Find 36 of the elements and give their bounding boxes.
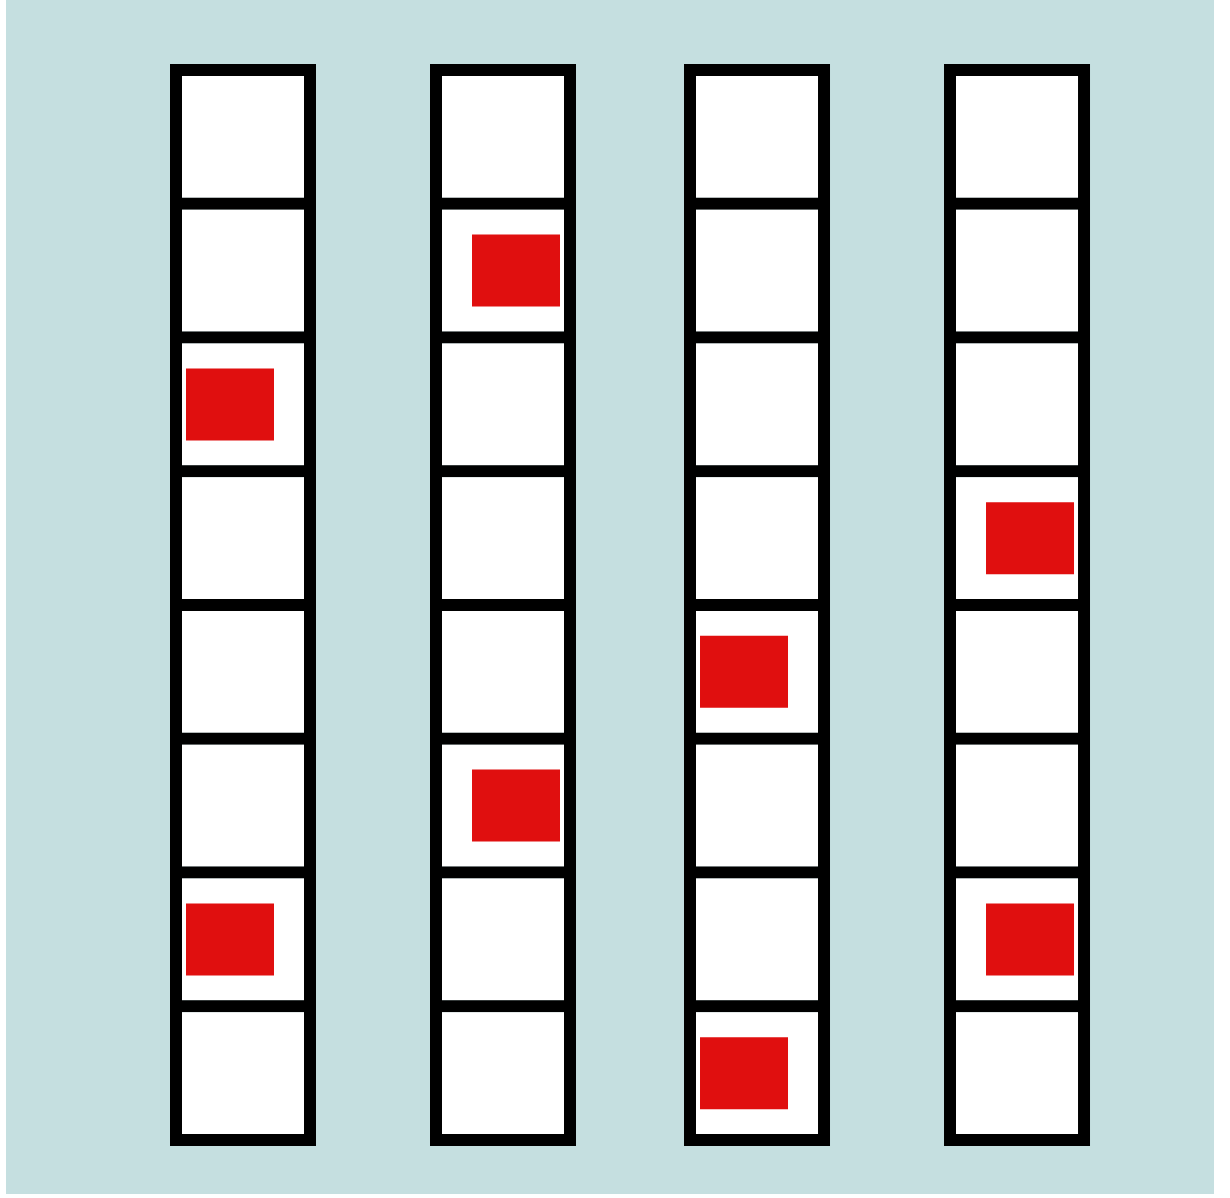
grid-cell [956,75,1078,198]
marker-square [700,635,788,708]
grid-cell [182,75,304,198]
grid-cell [442,75,564,198]
grid-cell [696,75,818,198]
grid-cell [696,878,818,1001]
grid-cell [696,343,818,466]
marker-square [186,903,274,976]
grid-cell [182,209,304,332]
marker-square [986,502,1074,575]
grid-cell [442,1012,564,1135]
marker-square [700,1037,788,1110]
grid-cell [956,610,1078,733]
grid-cell [956,1012,1078,1135]
grid-cell [182,1012,304,1135]
column-strip [944,64,1090,1146]
grid-cell [182,744,304,867]
grid-cell [442,878,564,1001]
grid-cell [182,477,304,600]
grid-cell [696,744,818,867]
column-strip [684,64,830,1146]
grid-cell [956,343,1078,466]
column-strip [430,64,576,1146]
grid-cell [956,744,1078,867]
grid-cell [442,477,564,600]
grid-cell [442,610,564,733]
marker-square [186,368,274,441]
grid-cell [956,209,1078,332]
marker-square [472,769,560,842]
grid-cell [696,209,818,332]
marker-square [472,234,560,307]
grid-cell [696,477,818,600]
grid-cell [182,610,304,733]
column-strip [170,64,316,1146]
marker-square [986,903,1074,976]
grid-cell [442,343,564,466]
